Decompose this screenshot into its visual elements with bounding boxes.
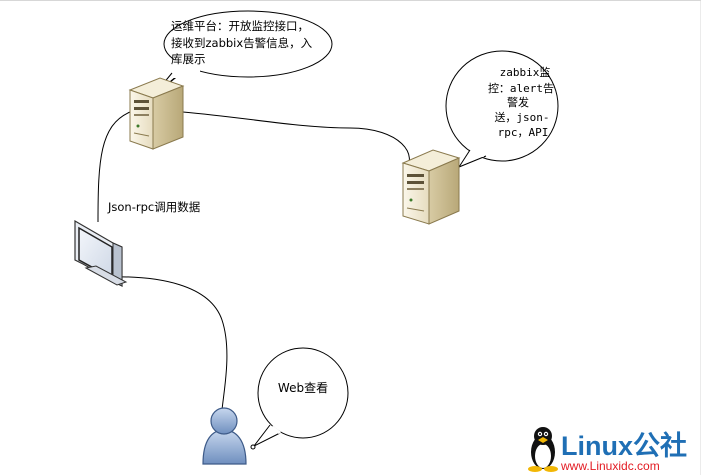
crt-monitor-icon: [74, 219, 128, 288]
ops-platform-line-3: 库展示: [171, 52, 206, 66]
json-rpc-label: Json-rpc调用数据: [107, 200, 201, 214]
callout-ops-platform: 运维平台：开放监控接口， 接收到zabbix告警信息，入 库展示: [152, 10, 333, 97]
person-icon: [202, 407, 247, 465]
server-tower-icon: [128, 77, 185, 150]
connector-server-to-server: [182, 111, 410, 173]
server-tower-icon: [401, 149, 461, 225]
connector-server-to-monitor: [97, 111, 131, 223]
web-callout-text: Web查看: [278, 381, 328, 395]
connector-monitor-to-user: [101, 276, 228, 411]
penguin-icon: [528, 427, 558, 472]
zabbix-line-3: 警发: [507, 95, 529, 109]
zabbix-line-4: 送，json-: [494, 110, 549, 124]
logo-url: www.Linuxidc.com: [560, 459, 660, 473]
ops-platform-line-1: 运维平台：开放监控接口，: [171, 19, 309, 33]
callout-zabbix: zabbix监 控：alert告 警发 送，json- rpc，API: [445, 50, 559, 169]
zabbix-line-2: 控：alert告: [488, 81, 554, 95]
logo-name: Linux公社: [561, 430, 687, 461]
callout-web: Web查看: [250, 347, 349, 450]
zabbix-line-1: zabbix监: [500, 66, 551, 79]
zabbix-line-5: rpc，API: [498, 126, 549, 139]
ops-platform-line-2: 接收到zabbix告警信息，入: [171, 36, 313, 50]
